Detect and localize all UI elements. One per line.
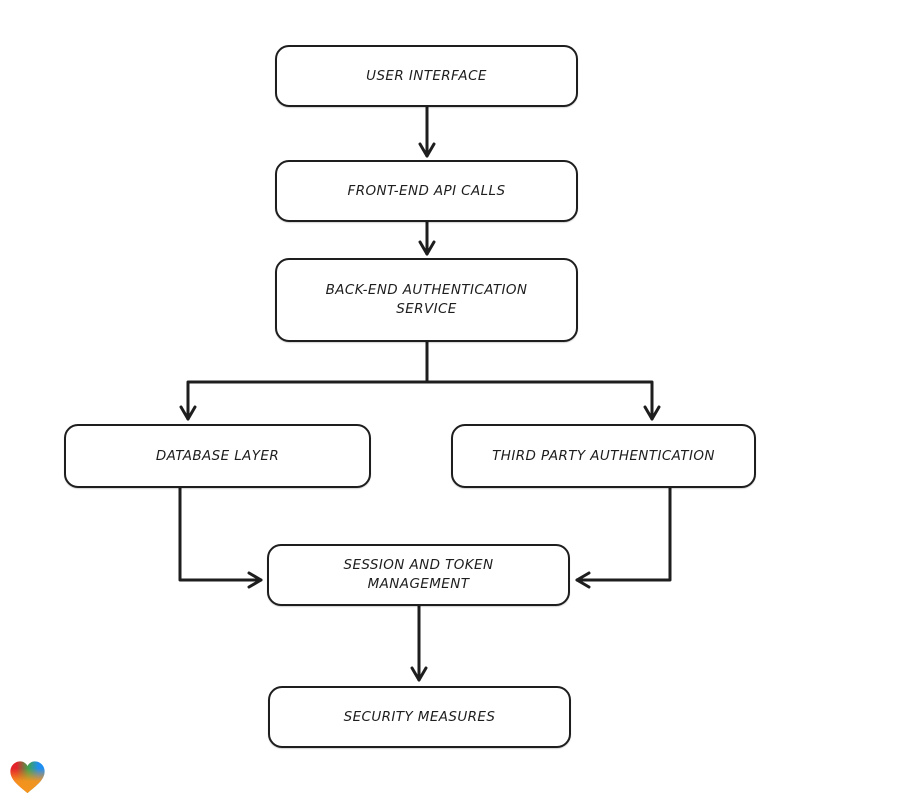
node-security-measures[interactable]: SECURITY MEASURES: [268, 686, 571, 748]
node-frontend-api-calls-label: FRONT-END API CALLS: [347, 182, 506, 199]
node-user-interface-label: USER INTERFACE: [366, 67, 487, 84]
node-third-party-authentication-label: THIRD PARTY AUTHENTICATION: [492, 447, 715, 464]
node-session-token-management[interactable]: SESSION AND TOKEN MANAGEMENT: [267, 544, 570, 606]
edge-thirdparty-to-session: [575, 486, 672, 589]
node-user-interface[interactable]: USER INTERFACE: [275, 45, 578, 107]
node-backend-authentication-service[interactable]: BACK-END AUTHENTICATION SERVICE: [275, 258, 578, 342]
node-security-measures-label: SECURITY MEASURES: [343, 708, 496, 725]
node-database-layer-label: DATABASE LAYER: [155, 447, 280, 464]
edge-backend-to-database: [179, 380, 429, 421]
node-session-token-management-label: SESSION AND TOKEN MANAGEMENT: [343, 557, 494, 592]
edge-database-to-session: [178, 486, 263, 589]
node-third-party-authentication[interactable]: THIRD PARTY AUTHENTICATION: [451, 424, 756, 488]
node-frontend-api-calls[interactable]: FRONT-END API CALLS: [275, 160, 578, 222]
node-backend-authentication-service-label: BACK-END AUTHENTICATION SERVICE: [325, 282, 528, 317]
gradient-heart-logo-icon[interactable]: [9, 760, 46, 795]
edge-backend-to-thirdparty: [425, 380, 661, 421]
node-database-layer[interactable]: DATABASE LAYER: [64, 424, 371, 488]
